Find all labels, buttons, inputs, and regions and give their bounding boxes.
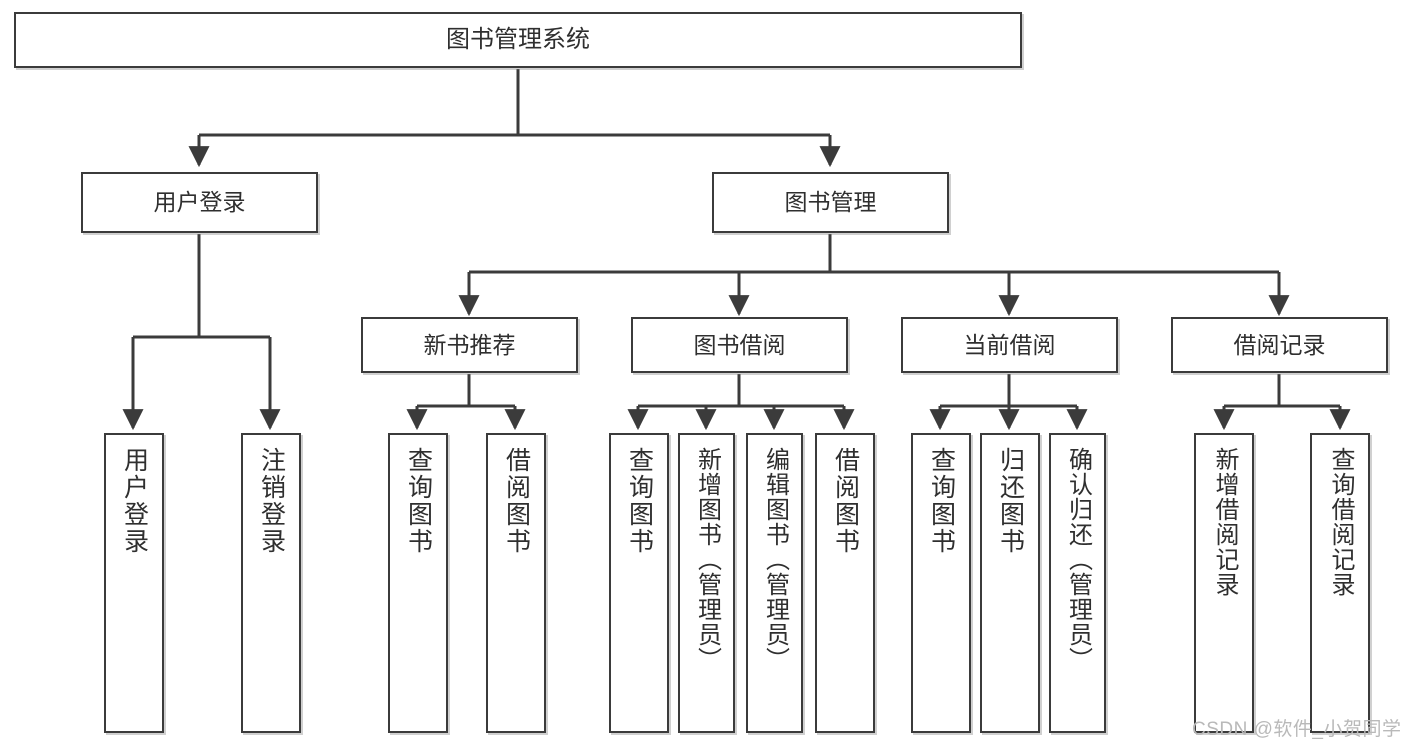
leaf-current-borrow-confirm-return-admin[interactable]: 确认归还（管理员） [1049, 433, 1106, 733]
node-label: 用户登录 [120, 447, 149, 555]
leaf-new-book-borrow-book[interactable]: 借阅图书 [486, 433, 546, 733]
node-label: 借阅图书 [831, 447, 860, 555]
node-book-management[interactable]: 图书管理 [712, 172, 949, 233]
leaf-book-borrow-query-book[interactable]: 查询图书 [609, 433, 669, 733]
node-label: 当前借阅 [963, 331, 1056, 358]
node-new-book-recommend[interactable]: 新书推荐 [361, 317, 578, 373]
node-label: 查询图书 [927, 447, 956, 555]
leaf-book-borrow-add-book-admin[interactable]: 新增图书（管理员） [678, 433, 735, 733]
leaf-book-borrow-borrow-book[interactable]: 借阅图书 [815, 433, 875, 733]
node-label: 新增图书（管理员） [693, 447, 721, 672]
node-label: 查询借阅记录 [1327, 447, 1354, 597]
node-label: 借阅记录 [1233, 331, 1326, 358]
node-root-book-management-system[interactable]: 图书管理系统 [14, 12, 1022, 68]
node-borrow-record[interactable]: 借阅记录 [1171, 317, 1388, 373]
node-label: 图书管理 [784, 189, 877, 216]
node-book-borrow[interactable]: 图书借阅 [631, 317, 848, 373]
leaf-borrow-record-add-record[interactable]: 新增借阅记录 [1194, 433, 1254, 733]
node-label: 注销登录 [257, 447, 286, 555]
node-user-login[interactable]: 用户登录 [81, 172, 318, 233]
leaf-borrow-record-query-record[interactable]: 查询借阅记录 [1310, 433, 1370, 733]
leaf-current-borrow-query-book[interactable]: 查询图书 [911, 433, 971, 733]
node-label: 新书推荐 [423, 331, 516, 358]
node-label: 确认归还（管理员） [1064, 447, 1092, 672]
node-label: 编辑图书（管理员） [761, 447, 789, 672]
node-label: 图书借阅 [693, 331, 786, 358]
csdn-watermark: CSDN @软件_小贺同学 [1192, 719, 1402, 740]
node-label: 新增借阅记录 [1211, 447, 1238, 597]
node-current-borrow[interactable]: 当前借阅 [901, 317, 1118, 373]
node-label: 图书管理系统 [446, 26, 590, 54]
node-label: 用户登录 [153, 189, 246, 216]
leaf-current-borrow-return-book[interactable]: 归还图书 [980, 433, 1040, 733]
node-label: 借阅图书 [502, 447, 531, 555]
leaf-new-book-query-book[interactable]: 查询图书 [388, 433, 448, 733]
leaf-user-login-logout[interactable]: 注销登录 [241, 433, 301, 733]
node-label: 查询图书 [625, 447, 654, 555]
node-label: 归还图书 [996, 447, 1025, 555]
leaf-book-borrow-edit-book-admin[interactable]: 编辑图书（管理员） [746, 433, 803, 733]
leaf-user-login-login[interactable]: 用户登录 [104, 433, 164, 733]
node-label: 查询图书 [404, 447, 433, 555]
